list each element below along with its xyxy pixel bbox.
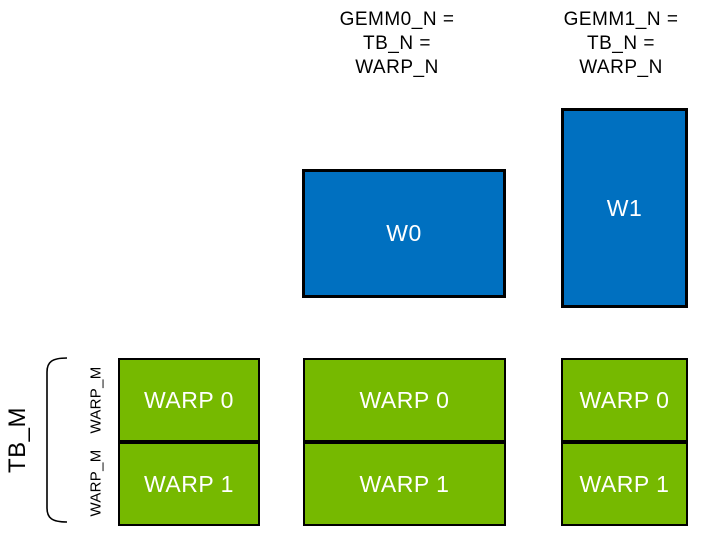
w0-blue-tile: W0 bbox=[302, 169, 506, 298]
gemm1-header-line1: GEMM1_N = bbox=[563, 9, 679, 30]
warp-cell: WARP 1 bbox=[303, 442, 506, 526]
warp-cell: WARP 1 bbox=[561, 442, 688, 526]
warp-cell: WARP 0 bbox=[561, 358, 688, 442]
tb-m-axis-label: TB_M bbox=[4, 406, 31, 474]
gemm1-header-line2: TB_N = bbox=[587, 33, 655, 54]
gemm1-header-line3: WARP_N bbox=[579, 57, 663, 78]
warp-cell-label: WARP 0 bbox=[359, 386, 450, 413]
w0-tile-label: W0 bbox=[386, 220, 422, 246]
gemm0-header-line3: WARP_N bbox=[355, 57, 439, 78]
warp-cell-label: WARP 1 bbox=[579, 470, 670, 497]
gemm1-column-header: GEMM1_N = TB_N = WARP_N bbox=[539, 8, 703, 80]
gemm0-header-line2: TB_N = bbox=[363, 33, 431, 54]
w1-blue-tile: W1 bbox=[561, 108, 688, 308]
tb-m-bracket bbox=[46, 357, 68, 523]
warp-cell-label: WARP 1 bbox=[144, 470, 234, 497]
w1-tile-label: W1 bbox=[606, 194, 643, 221]
warp-column-2: WARP 0 WARP 1 bbox=[303, 358, 506, 526]
gemm0-header-line1: GEMM0_N = bbox=[339, 9, 455, 30]
warp-cell: WARP 1 bbox=[118, 442, 260, 526]
warp-column-1: WARP 0 WARP 1 bbox=[118, 358, 260, 526]
warp-m-row1-label: WARP_M bbox=[87, 366, 105, 434]
gemm0-column-header: GEMM0_N = TB_N = WARP_N bbox=[315, 8, 479, 80]
warp-cell-label: WARP 0 bbox=[579, 386, 670, 413]
warp-cell: WARP 0 bbox=[303, 358, 506, 442]
warp-cell-label: WARP 1 bbox=[359, 470, 450, 497]
warp-cell: WARP 0 bbox=[118, 358, 260, 442]
warp-cell-label: WARP 0 bbox=[144, 386, 234, 413]
warp-column-3: WARP 0 WARP 1 bbox=[561, 358, 688, 526]
warp-m-row2-label: WARP_M bbox=[87, 449, 105, 517]
